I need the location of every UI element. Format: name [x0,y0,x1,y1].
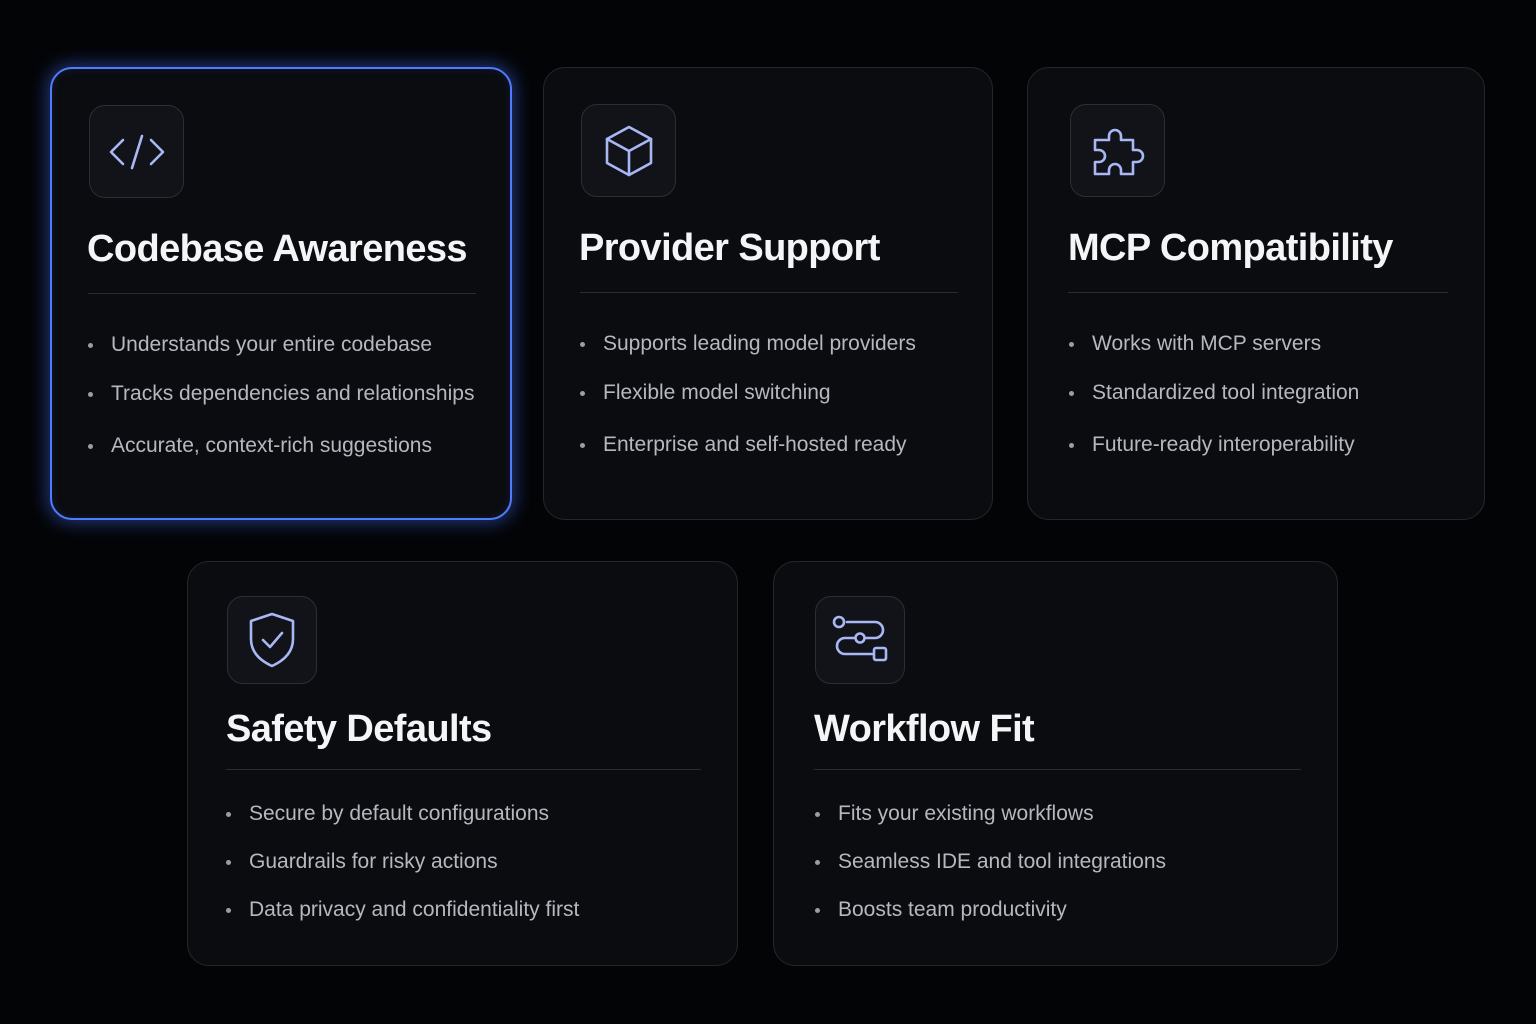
list-item: Flexible model switching [580,381,916,405]
feature-list: Works with MCP servers Standardized tool… [1069,332,1359,457]
list-item: Supports leading model providers [580,332,916,356]
list-item: Standardized tool integration [1069,381,1359,405]
list-item: Works with MCP servers [1069,332,1359,356]
card-title: Safety Defaults [226,708,492,750]
list-item: Secure by default configurations [226,802,579,826]
cube-icon [581,104,676,197]
feature-list: Supports leading model providers Flexibl… [580,332,916,457]
list-item: Data privacy and confidentiality first [226,898,579,922]
list-item: Seamless IDE and tool integrations [815,850,1166,874]
card-title: MCP Compatibility [1068,227,1393,269]
list-item: Accurate, context-rich suggestions [88,434,474,458]
card-title: Provider Support [579,227,880,269]
card-title: Codebase Awareness [87,228,468,270]
list-item: Understands your entire codebase [88,333,474,357]
workflow-icon [815,596,905,684]
list-item: Boosts team productivity [815,898,1166,922]
card-title: Workflow Fit [814,708,1035,750]
feature-card-workflow-fit[interactable]: Workflow Fit Fits your existing workflow… [773,561,1338,966]
feature-card-mcp-compatibility[interactable]: MCP Compatibility Works with MCP servers… [1027,67,1485,520]
feature-card-provider-support[interactable]: Provider Support Supports leading model … [543,67,993,520]
feature-list: Fits your existing workflows Seamless ID… [815,802,1166,922]
list-item: Enterprise and self-hosted ready [580,433,916,457]
card-divider [88,293,476,294]
list-item: Tracks dependencies and relationships [88,382,474,406]
list-item: Future-ready interoperability [1069,433,1359,457]
card-divider [1068,292,1448,293]
shield-check-icon [227,596,317,684]
card-divider [814,769,1301,770]
feature-card-codebase-awareness[interactable]: Codebase Awareness Understands your enti… [50,67,512,520]
puzzle-icon [1070,104,1165,197]
list-item: Fits your existing workflows [815,802,1166,826]
code-icon [89,105,184,198]
card-divider [226,769,701,770]
card-divider [580,292,958,293]
feature-card-safety-defaults[interactable]: Safety Defaults Secure by default config… [187,561,738,966]
feature-list: Understands your entire codebase Tracks … [88,333,474,458]
feature-list: Secure by default configurations Guardra… [226,802,579,922]
list-item: Guardrails for risky actions [226,850,579,874]
